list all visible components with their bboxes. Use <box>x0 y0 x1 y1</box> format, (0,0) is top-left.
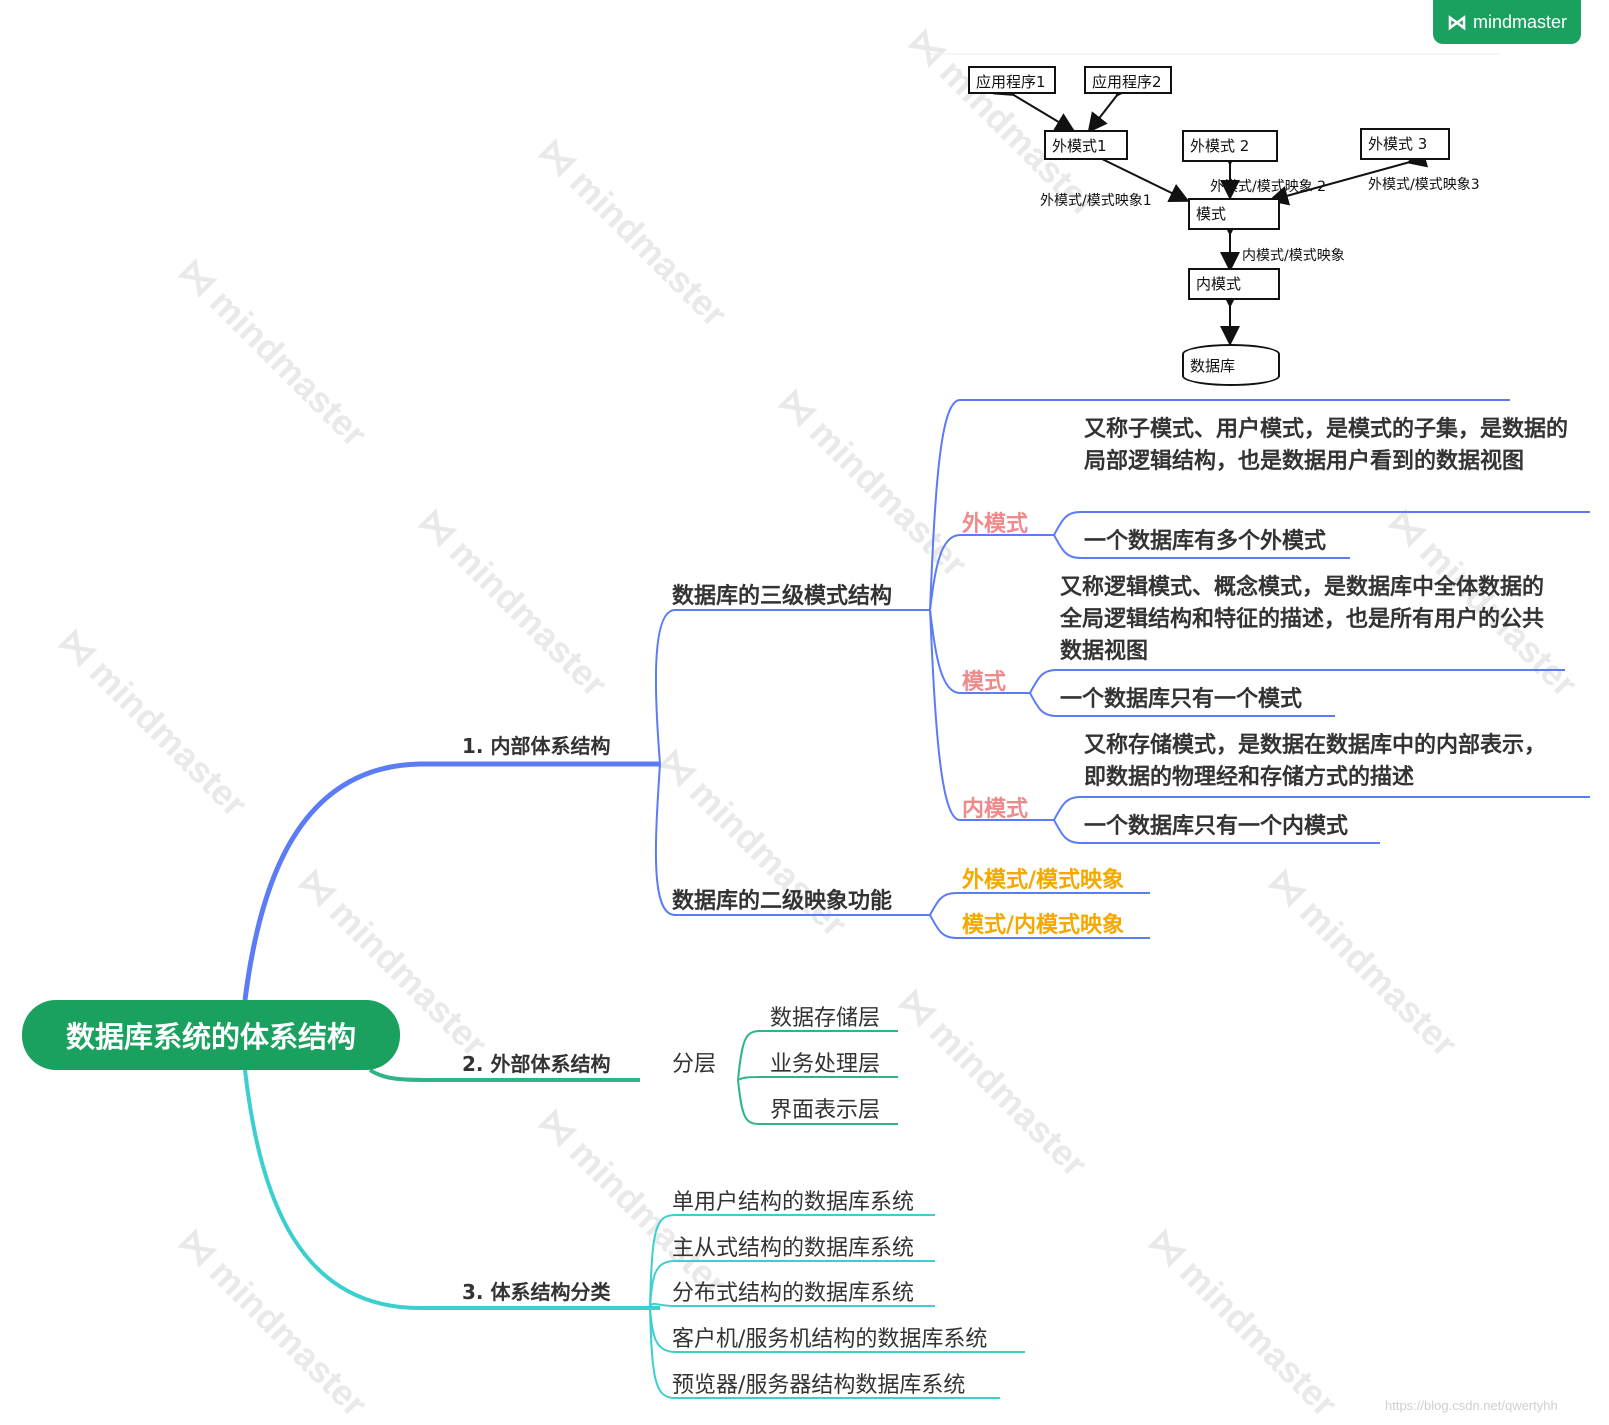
leaf-presentation-layer[interactable]: 界面表示层 <box>770 1098 881 1123</box>
brand-badge: ⋈ mindmaster <box>1433 0 1581 44</box>
topic-external-schema[interactable]: 外模式 <box>962 512 1029 537</box>
diagram-database-cylinder: 数据库 <box>1182 344 1280 386</box>
diagram-ext2-box: 外模式 2 <box>1182 130 1278 162</box>
leaf-internal-note[interactable]: 一个数据库只有一个内模式 <box>1084 814 1349 839</box>
leaf-schema-note[interactable]: 一个数据库只有一个模式 <box>1060 687 1303 712</box>
topic-layering[interactable]: 分层 <box>672 1052 717 1077</box>
diagram-map3-label: 外模式/模式映象3 <box>1368 177 1480 193</box>
diagram-app1-box: 应用程序1 <box>968 66 1056 94</box>
diagram-ext1-box: 外模式1 <box>1044 130 1128 160</box>
root-label: 数据库系统的体系结构 <box>65 1020 356 1054</box>
leaf-internal-desc[interactable]: 又称存储模式，是数据在数据库中的内部表示，即数据的物理经和存储方式的描述 <box>1084 733 1547 790</box>
leaf-data-storage-layer[interactable]: 数据存储层 <box>770 1006 881 1031</box>
footer-url: https://blog.csdn.net/qwertyhh <box>1385 1398 1558 1413</box>
leaf-business-layer[interactable]: 业务处理层 <box>770 1052 881 1077</box>
diagram-app2-box: 应用程序2 <box>1084 66 1172 94</box>
topic-schema[interactable]: 模式 <box>962 670 1007 695</box>
brand-name: mindmaster <box>1472 11 1568 32</box>
diagram-ext3-box: 外模式 3 <box>1360 128 1450 160</box>
leaf-distributed-system[interactable]: 分布式结构的数据库系统 <box>672 1281 915 1306</box>
leaf-single-user-system[interactable]: 单用户结构的数据库系统 <box>672 1190 915 1215</box>
topic-two-level-mapping[interactable]: 数据库的二级映象功能 <box>672 889 893 914</box>
mindmaster-logo-icon: ⋈ <box>1446 11 1467 34</box>
leaf-master-slave-system[interactable]: 主从式结构的数据库系统 <box>672 1236 915 1261</box>
leaf-schema-internal-mapping[interactable]: 模式/内模式映象 <box>962 913 1125 938</box>
branch-architecture-classification[interactable]: 3. 体系结构分类 <box>462 1280 611 1304</box>
topic-internal-schema[interactable]: 内模式 <box>962 797 1029 822</box>
leaf-external-desc[interactable]: 又称子模式、用户模式，是模式的子集，是数据的局部逻辑结构，也是数据用户看到的数据… <box>1084 417 1569 474</box>
leaf-external-schema-mapping[interactable]: 外模式/模式映象 <box>962 868 1125 893</box>
diagram-map2-label: 外模式/模式映象 2 <box>1210 179 1327 195</box>
branch-external-architecture[interactable]: 2. 外部体系结构 <box>462 1052 611 1076</box>
topic-three-level-schema[interactable]: 数据库的三级模式结构 <box>672 584 893 609</box>
root-topic[interactable]: 数据库系统的体系结构 <box>22 1000 400 1070</box>
leaf-client-server-system[interactable]: 客户机/服务机结构的数据库系统 <box>672 1327 988 1352</box>
diagram-internal-box: 内模式 <box>1188 268 1280 300</box>
diagram-schema-box: 模式 <box>1188 198 1280 230</box>
leaf-external-note[interactable]: 一个数据库有多个外模式 <box>1084 529 1327 554</box>
diagram-map-internal-label: 内模式/模式映象 <box>1242 248 1345 264</box>
branch-internal-architecture[interactable]: 1. 内部体系结构 <box>462 734 611 758</box>
leaf-browser-server-system[interactable]: 预览器/服务器结构数据库系统 <box>672 1373 966 1398</box>
leaf-schema-desc[interactable]: 又称逻辑模式、概念模式，是数据库中全体数据的全局逻辑结构和特征的描述，也是所有用… <box>1060 575 1545 664</box>
diagram-map1-label: 外模式/模式映象1 <box>1040 193 1152 209</box>
